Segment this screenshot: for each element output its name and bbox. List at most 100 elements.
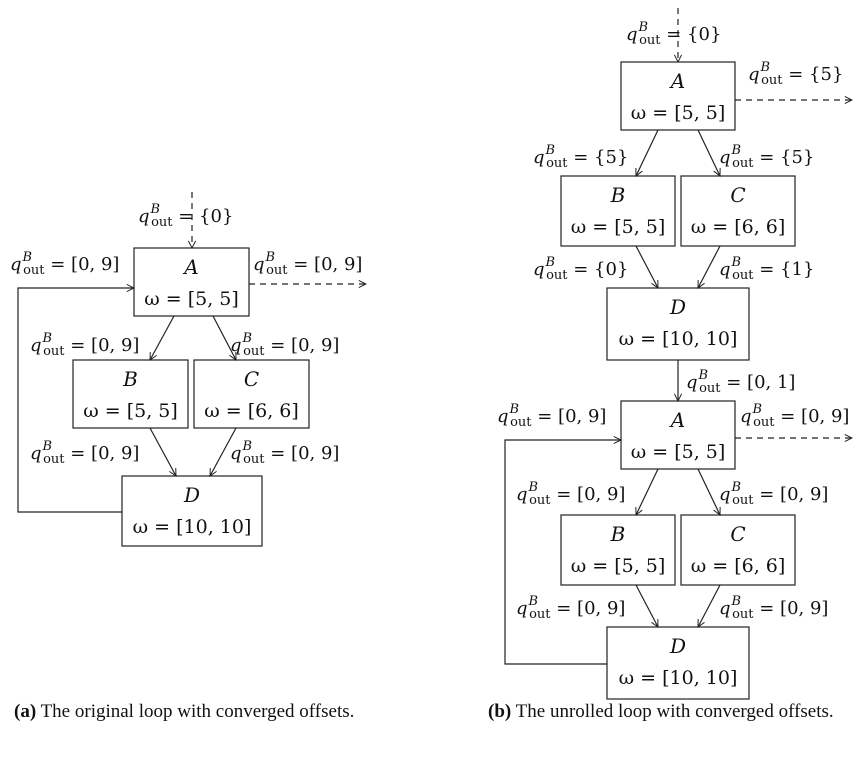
b-A2-name: A: [669, 408, 685, 432]
a-exit-q: q: [253, 254, 265, 275]
a-AB-q: q: [30, 335, 42, 356]
b-B1D1-sup: B: [545, 255, 556, 270]
b-C1-node: Cω = [6, 6]: [680, 175, 796, 247]
a-A-name: A: [182, 255, 198, 279]
a-C-omega: ω = [6, 6]: [204, 400, 299, 422]
a-edge-CD: [209, 427, 237, 476]
b-C2-name: C: [730, 522, 745, 546]
caption-b-tag: (b): [488, 701, 512, 722]
b-D1A2-sub: out: [699, 381, 721, 396]
a-C-node: Cω = [6, 6]: [193, 359, 310, 429]
a-AC-sub: out: [243, 344, 265, 359]
b-C1D1-sup: B: [731, 255, 742, 270]
a-CD-value: = [0, 9]: [265, 443, 340, 464]
b-D1A2-sup: B: [698, 368, 709, 383]
b-A2-node: Aω = [5, 5]: [620, 400, 736, 470]
b-C2-node: Cω = [6, 6]: [680, 514, 796, 586]
b-A1-box: [620, 61, 736, 131]
b-C1-box: [680, 175, 796, 247]
a-B-omega: ω = [5, 5]: [83, 400, 178, 422]
b-D2-box: [606, 626, 750, 700]
a-BD-value: = [0, 9]: [65, 443, 140, 464]
a-BD-sup: B: [42, 439, 53, 454]
a-B-box: [72, 359, 189, 429]
a-edge-AB: [150, 315, 175, 360]
b-B1D1-value: = {0}: [568, 259, 629, 280]
b-B2D2-q: q: [516, 598, 528, 619]
b-exit1-q: q: [748, 64, 760, 85]
b-exit1-sub: out: [761, 73, 783, 88]
b-A1B1-q: q: [533, 147, 545, 168]
a-entry-value: = {0}: [173, 206, 234, 227]
b-edge-B2D2: [635, 584, 659, 627]
a-exit-value: = [0, 9]: [288, 254, 363, 275]
b-edge-B1D1: [635, 245, 659, 288]
a-AB-value: = [0, 9]: [65, 335, 140, 356]
b-B2-node: Bω = [5, 5]: [560, 514, 676, 586]
a-AB-sup: B: [42, 331, 53, 346]
b-A1-name: A: [669, 69, 685, 93]
b-D1A2-value: = [0, 1]: [721, 372, 796, 393]
b-entry-sub: out: [639, 33, 661, 48]
b-C1-name: C: [730, 183, 745, 207]
b-A1C1-sup: B: [731, 143, 742, 158]
b-A1-omega: ω = [5, 5]: [631, 102, 726, 124]
b-B1-box: [560, 175, 676, 247]
a-exit-sub: out: [266, 263, 288, 278]
b-edge-C2D2: [697, 584, 721, 627]
b-A2C2-value: = [0, 9]: [754, 484, 829, 505]
b-D1-box: [606, 287, 750, 361]
b-A1C1-q: q: [719, 147, 731, 168]
b-C2D2-value: = [0, 9]: [754, 598, 829, 619]
a-back-value: = [0, 9]: [45, 254, 120, 275]
a-AC-sup: B: [242, 331, 253, 346]
a-CD-sup: B: [242, 439, 253, 454]
a-exit-sup: B: [265, 250, 276, 265]
a-CD-q: q: [230, 443, 242, 464]
b-C2-omega: ω = [6, 6]: [691, 555, 786, 577]
b-D1-omega: ω = [10, 10]: [619, 328, 738, 350]
a-C-name: C: [244, 367, 259, 391]
b-A1-node: Aω = [5, 5]: [620, 61, 736, 131]
a-A-node: Aω = [5, 5]: [133, 247, 250, 317]
a-AC-value: = [0, 9]: [265, 335, 340, 356]
b-exit2-value: = [0, 9]: [775, 406, 850, 427]
a-A-box: [133, 247, 250, 317]
b-D2-name: D: [669, 634, 686, 658]
b-A2B2-sub: out: [529, 493, 551, 508]
b-B2-omega: ω = [5, 5]: [571, 555, 666, 577]
caption-a-tag: (a): [14, 701, 37, 722]
b-B2D2-sup: B: [528, 594, 539, 609]
b-exit2-sup: B: [752, 402, 763, 417]
b-B2-box: [560, 514, 676, 586]
b-C2D2-sup: B: [731, 594, 742, 609]
b-A2B2-sup: B: [528, 480, 539, 495]
a-C-box: [193, 359, 310, 429]
b-entry-value: = {0}: [661, 24, 722, 45]
a-back-sub: out: [23, 263, 45, 278]
a-entry-sup: B: [150, 202, 161, 217]
a-D-box: [121, 475, 263, 547]
b-back-sup: B: [509, 402, 520, 417]
b-C2D2-sub: out: [732, 607, 754, 622]
b-A2B2-q: q: [516, 484, 528, 505]
b-edge-back: [504, 440, 621, 665]
b-A2-omega: ω = [5, 5]: [631, 441, 726, 463]
caption-b: (b) The unrolled loop with converged off…: [488, 700, 854, 724]
b-B1-name: B: [610, 183, 626, 207]
caption-a: (a) The original loop with converged off…: [14, 700, 380, 724]
b-entry-sup: B: [638, 20, 649, 35]
b-exit1-value: = {5}: [783, 64, 844, 85]
b-edge-A1B1: [636, 129, 659, 176]
b-B1D1-sub: out: [546, 268, 568, 283]
